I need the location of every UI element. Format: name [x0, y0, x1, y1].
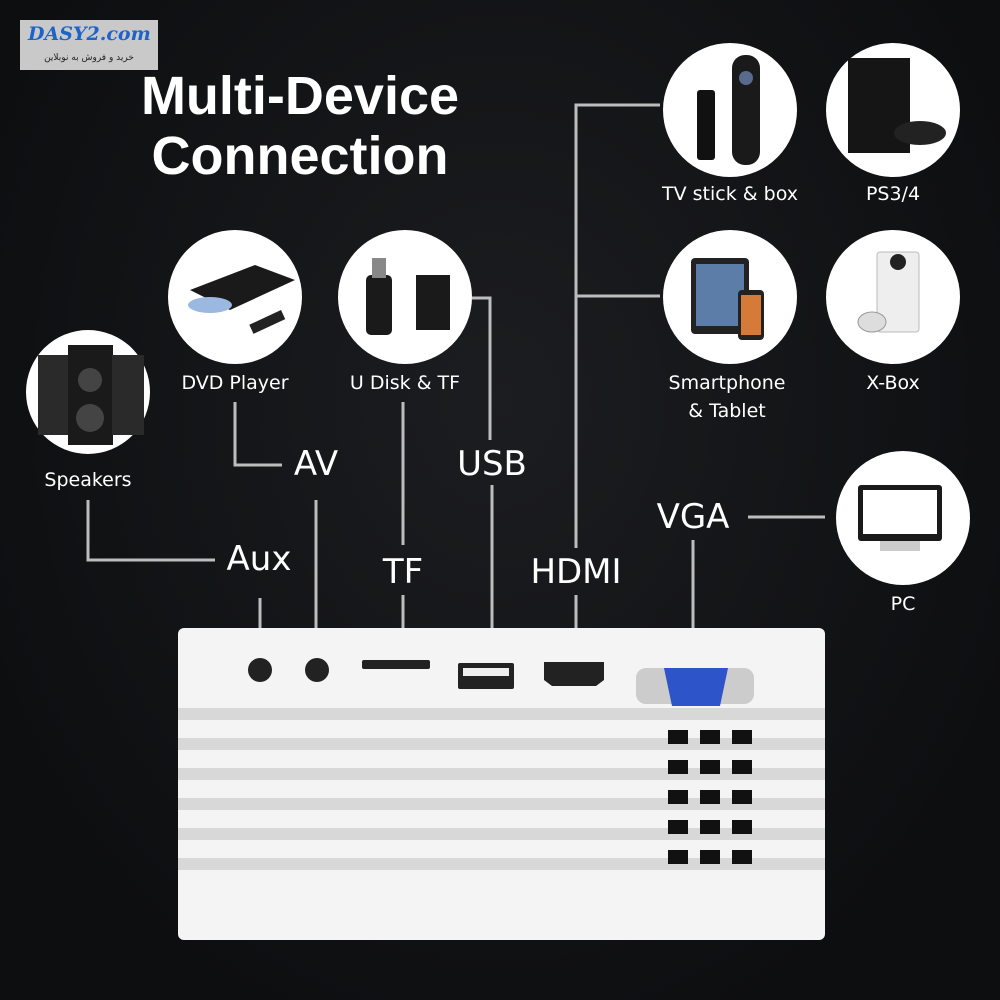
remote-control-icon [249, 310, 286, 334]
usb-drive-icon [366, 275, 392, 335]
title-line-2: Connection [152, 126, 449, 186]
device-udisk [338, 230, 472, 364]
vent-grille [668, 730, 752, 864]
device-dvd [168, 230, 302, 364]
logo-tagline: خرید و فروش به نوبلاین [44, 53, 134, 63]
sd-card-icon [416, 275, 450, 330]
device-pc [836, 451, 970, 585]
aux-port [248, 658, 272, 682]
controller-icon [857, 311, 887, 333]
port-label-usb: USB [457, 444, 527, 484]
label-xbox: X-Box [866, 372, 920, 394]
label-tv-stick: TV stick & box [661, 183, 798, 205]
hdmi-port [544, 662, 604, 686]
label-tablet: & Tablet [688, 400, 765, 422]
logo-brand: DASY2.com [28, 23, 151, 45]
device-speakers [26, 330, 150, 454]
gamepad-icon [894, 121, 946, 145]
tv-stick-icon [697, 90, 715, 160]
remote-icon [732, 55, 760, 165]
av-port [305, 658, 329, 682]
speaker-icon [38, 355, 70, 435]
watermark-logo: DASY2.com خرید و فروش به نوبلاین [20, 20, 158, 70]
label-ps: PS3/4 [866, 183, 920, 205]
body-ridges [178, 708, 825, 870]
disc-icon [188, 297, 232, 313]
xbox-icon [876, 251, 920, 333]
device-smartphone [663, 230, 797, 364]
device-ps [826, 43, 960, 177]
tf-slot [362, 660, 430, 669]
label-udisk: U Disk & TF [350, 372, 460, 394]
device-tv-stick [663, 43, 797, 177]
title-line-1: Multi-Device [141, 66, 459, 126]
port-label-av: AV [294, 444, 338, 484]
label-smartphone: Smartphone [669, 372, 786, 394]
port-label-tf: TF [382, 552, 423, 592]
port-label-aux: Aux [227, 539, 292, 579]
port-label-vga: VGA [657, 497, 730, 537]
device-xbox [826, 230, 960, 364]
projector-body [178, 628, 825, 940]
label-speakers: Speakers [44, 469, 131, 491]
label-dvd: DVD Player [181, 372, 288, 394]
label-pc: PC [891, 593, 916, 615]
port-label-hdmi: HDMI [530, 552, 621, 592]
